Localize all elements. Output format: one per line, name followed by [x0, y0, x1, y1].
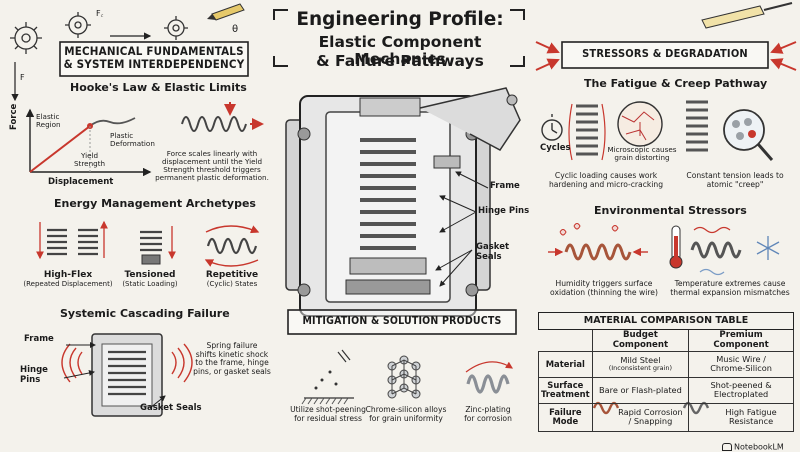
- grain-microscope-icon: [617, 101, 663, 147]
- fatigue-spring-icon: [568, 103, 606, 161]
- table-row-material: Material: [538, 350, 593, 378]
- main-spring-icon: [360, 138, 416, 250]
- elastic-region-label: Elastic Region: [36, 112, 61, 130]
- archetype-high-flex-sub: (Repeated Displacement): [23, 280, 113, 288]
- shot-peening-icon: [301, 349, 354, 405]
- brand-label: NotebookLM: [722, 434, 784, 452]
- hooke-title: Hooke's Law & Elastic Limits: [70, 81, 247, 94]
- cascade-hinge-pins-label: Hinge Pins: [20, 365, 48, 385]
- force-vector-icon: [11, 32, 152, 102]
- gear-icon: [10, 12, 188, 54]
- table-row-failure-mode: Failure Mode: [538, 402, 593, 432]
- table-cell-material-budget: Mild Steel (Inconsistent grain): [591, 350, 690, 378]
- environmental-title: Environmental Stressors: [594, 204, 747, 217]
- high-flex-spring-icon: [36, 220, 108, 260]
- cascade-device-illustration: [61, 333, 193, 417]
- cascade-gasket-seals-label: Gasket Seals: [140, 403, 202, 413]
- zinc-spring-icon: [465, 361, 514, 394]
- table-row-surface-treatment: Surface Treatment: [538, 376, 593, 404]
- central-latch-device: [285, 87, 521, 317]
- mitigation-zinc-plating: Zinc-plating for corrosion: [464, 405, 512, 423]
- force-axis-label: Force: [9, 103, 19, 130]
- archetype-repetitive: Repetitive: [205, 270, 259, 280]
- mitigation-header-box: [287, 309, 517, 335]
- page-title-line-2: Elastic Component Mechanics: [318, 33, 482, 69]
- device-hinge-pins-label: Hinge Pins: [478, 206, 530, 216]
- elastic-line: [29, 125, 91, 173]
- plastic-deformation-label: Plastic Deformation: [110, 131, 155, 149]
- page-title: Engineering Profile:: [296, 9, 504, 30]
- stress-arrows: [535, 41, 797, 71]
- compressed-spring-icon: [181, 102, 264, 132]
- humidity-spring-icon: [548, 223, 648, 261]
- plastic-curve: [89, 117, 136, 127]
- thermometer-icon: [669, 225, 683, 269]
- creep-description: Constant tension leads to atomic "creep": [686, 171, 784, 189]
- force-f-label: F: [20, 73, 25, 82]
- table-cell-surface-premium: Shot-peened & Electroplated: [688, 376, 794, 404]
- thermal-spring-icon: [690, 226, 742, 276]
- fatigue-title: The Fatigue & Creep Pathway: [584, 77, 768, 90]
- device-frame-label: Frame: [490, 181, 520, 191]
- table-cell-failure-premium: High Fatigue Resistance: [688, 402, 794, 432]
- table-cell-material-premium: Music Wire / Chrome-Silicon: [688, 350, 794, 378]
- energy-title: Energy Management Archetypes: [54, 197, 256, 210]
- table-col-budget: Budget Component: [591, 329, 690, 352]
- tensioned-spring-icon: [140, 226, 176, 265]
- table-cell-failure-budget: Rapid Corrosion / Snapping: [591, 402, 690, 432]
- mitigation-shot-peening: Utilize shot-peening for residual stress: [290, 405, 366, 423]
- hookes-law-chart: [25, 108, 152, 177]
- mitigation-header: MITIGATION & SOLUTION PRODUCTS: [302, 315, 502, 327]
- fundamentals-header: MECHANICAL FUNDAMENTALS & SYSTEM INTERDE…: [63, 44, 245, 71]
- archetype-high-flex: High-Flex: [43, 270, 93, 280]
- mitigation-chrome-silicon: Chrome-silicon alloys for grain uniformi…: [365, 405, 447, 423]
- pencil-icon: [207, 3, 245, 21]
- archetype-repetitive-sub: (Cyclic) States: [206, 280, 258, 288]
- displacement-axis-label: Displacement: [48, 177, 114, 187]
- stressors-header: STRESSORS & DEGRADATION: [582, 47, 748, 60]
- hooke-description: Force scales linearly with displacement …: [155, 149, 269, 183]
- table-col-premium: Premium Component: [688, 329, 794, 352]
- archetype-tensioned-sub: (Static Loading): [122, 280, 178, 288]
- theta-label: θ: [232, 24, 239, 35]
- microscopic-label: Microscopic causes grain distorting: [607, 145, 677, 163]
- creep-spring-icon: [686, 100, 708, 152]
- cascade-description: Spring failure shifts kinetic shock to t…: [193, 341, 271, 376]
- cyclic-spring-icon: [204, 225, 260, 267]
- humidity-description: Humidity triggers surface oxidation (thi…: [550, 279, 658, 297]
- magnifier-atoms-icon: [723, 109, 774, 161]
- page-title-line-3: & Failure Pathways: [316, 52, 484, 70]
- fundamentals-header-box: [59, 41, 249, 77]
- cycles-label: Cycles: [540, 143, 571, 153]
- table-corner: [539, 330, 593, 352]
- screwdriver-icon: [701, 2, 793, 29]
- cyclic-description: Cyclic loading causes work hardening and…: [548, 171, 664, 189]
- yield-strength-label: Yield Strength: [74, 151, 106, 169]
- stressors-header-box: [561, 41, 769, 69]
- table-title: MATERIAL COMPARISON TABLE: [538, 311, 794, 331]
- cascade-title: Systemic Cascading Failure: [60, 307, 230, 320]
- snowflake-icon: [756, 236, 780, 260]
- title-brackets: [273, 9, 525, 67]
- table-cell-surface-budget: Bare or Flash-plated: [591, 376, 690, 404]
- lattice-icon: [387, 355, 421, 399]
- cascade-frame-label: Frame: [24, 334, 54, 344]
- archetype-tensioned: Tensioned: [124, 270, 176, 280]
- temperature-description: Temperature extremes cause thermal expan…: [670, 279, 790, 297]
- stopwatch-icon: [541, 114, 563, 141]
- material-comparison-table: MATERIAL COMPARISON TABLE Budget Compone…: [538, 311, 794, 432]
- device-gasket-seals-label: Gasket Seals: [476, 242, 510, 262]
- budget-material-sub: (Inconsistent grain): [608, 364, 673, 373]
- force-fc-label: F꜀: [96, 9, 104, 18]
- budget-material-text: Mild Steel: [620, 355, 661, 366]
